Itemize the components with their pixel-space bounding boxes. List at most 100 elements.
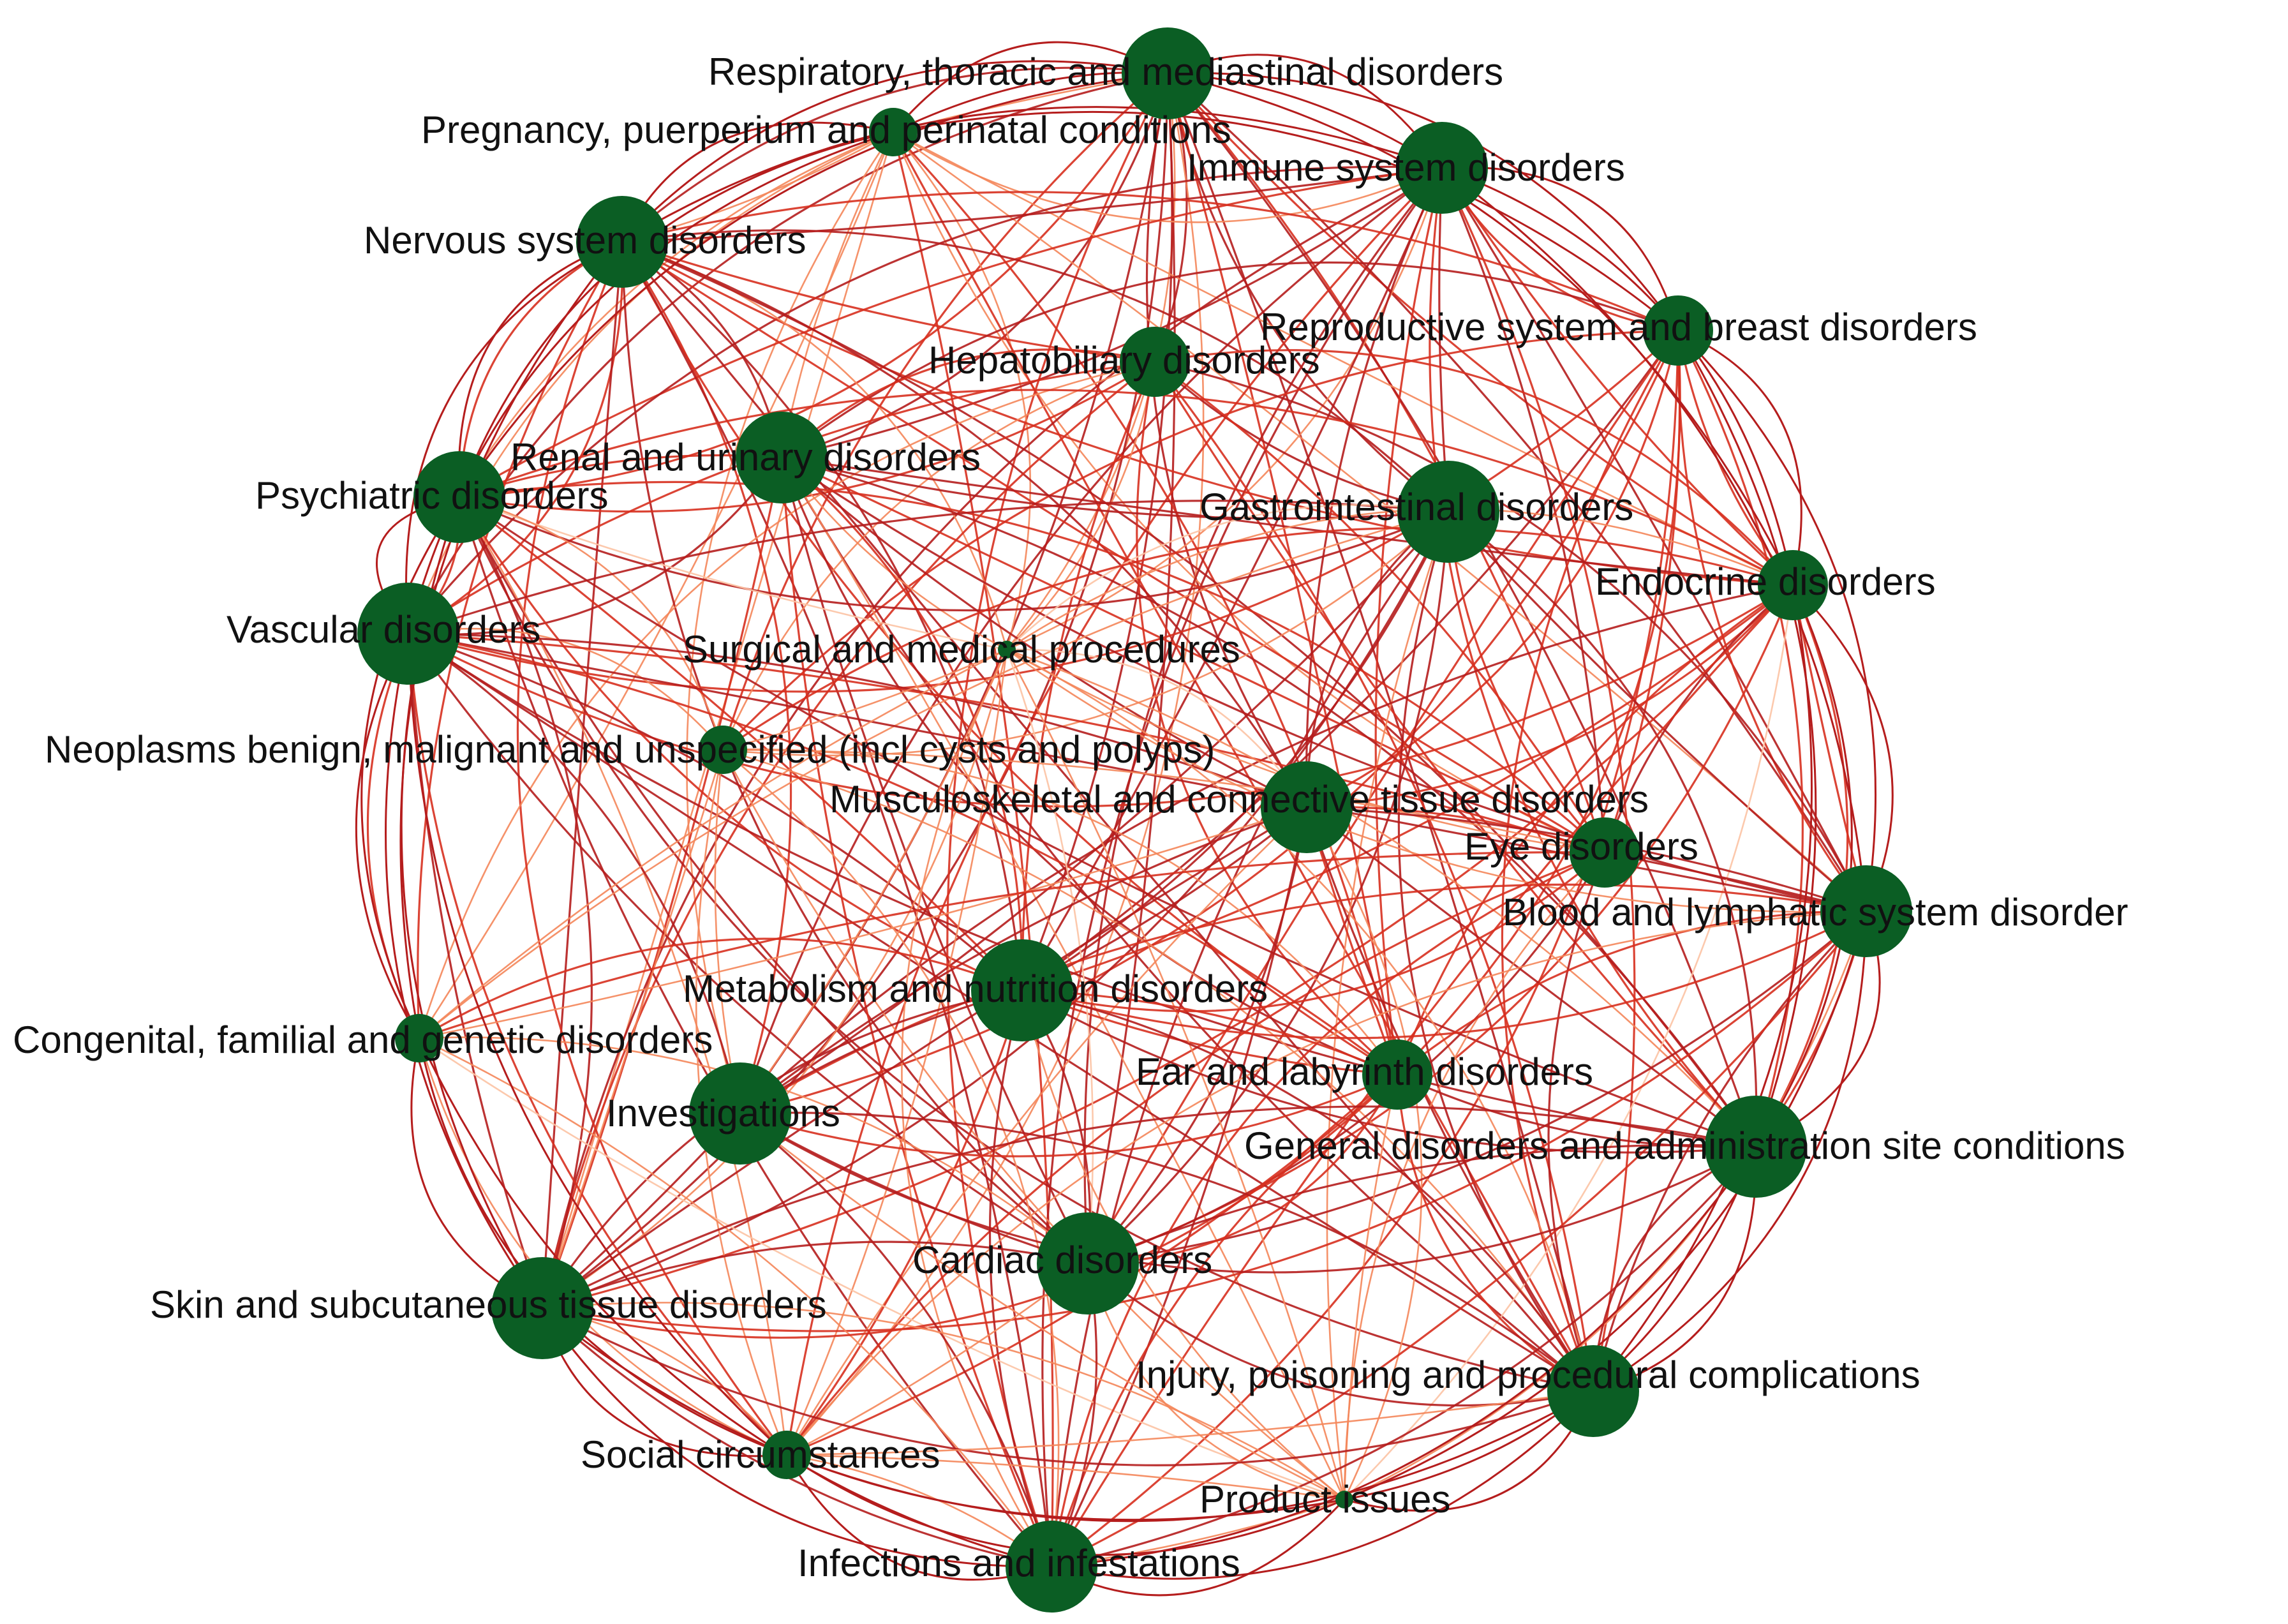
edge-hepatobiliary-injury <box>1154 361 1594 1392</box>
edge-psychiatric-eye <box>459 480 1606 854</box>
edge-immune-eye <box>1441 167 1606 853</box>
edge-social-product <box>786 1454 1345 1501</box>
edge-nervous-respiratory <box>621 60 1168 243</box>
node-injury[interactable] <box>1547 1345 1639 1437</box>
edge-vascular-cardiac <box>407 633 1088 1265</box>
edge-cardiac-injury <box>1087 1262 1594 1407</box>
node-vascular[interactable] <box>357 583 459 685</box>
edge-psychiatric-neoplasms <box>459 496 724 750</box>
edge-surgical-injury <box>1006 648 1594 1392</box>
edge-pregnancy-surgical <box>893 131 1032 650</box>
edge-skin-injury <box>542 1307 1594 1466</box>
edge-reproductive-renal <box>781 261 1679 459</box>
node-label-infections: Infections and infestations <box>798 1542 1240 1584</box>
edge-immune-ear <box>1374 167 1443 1075</box>
edge-respiratory-renal <box>781 73 1169 459</box>
node-blood[interactable] <box>1820 865 1912 957</box>
edge-blood-injury <box>1593 911 1868 1392</box>
node-renal[interactable] <box>736 412 828 503</box>
node-neoplasms[interactable] <box>699 726 747 774</box>
edge-blood-skin <box>542 910 1868 1332</box>
edge-nervous-social <box>516 241 788 1456</box>
edge-surgical-general <box>1006 648 1757 1147</box>
edge-immune-social <box>785 167 1443 1456</box>
node-label-product: Product issues <box>1200 1478 1451 1521</box>
node-label-general: General disorders and administration sit… <box>1244 1124 2125 1167</box>
edge-ear-investigations <box>739 1073 1398 1158</box>
edge-general-infections <box>1051 1145 1757 1568</box>
edge-nervous-metabolism <box>621 241 1023 991</box>
node-endocrine[interactable] <box>1758 550 1828 620</box>
edge-blood-infections <box>1051 910 1868 1568</box>
edge-hepatobiliary-congenital <box>418 361 1155 1039</box>
edge-respiratory-endocrine <box>1167 72 1794 586</box>
edge-injury-infections <box>1051 1390 1594 1580</box>
node-label-vascular: Vascular disorders <box>227 608 540 651</box>
edge-metabolism-infections <box>988 990 1053 1567</box>
edge-metabolism-product <box>1021 990 1345 1501</box>
node-label-cardiac: Cardiac disorders <box>912 1239 1212 1281</box>
edge-nervous-psychiatric <box>458 241 623 498</box>
node-label-respiratory: Respiratory, thoracic and mediastinal di… <box>708 50 1503 93</box>
edge-nervous-congenital <box>417 241 623 1039</box>
edge-renal-skin <box>541 457 783 1309</box>
edge-general-infections <box>1051 1146 1757 1568</box>
node-musculo[interactable] <box>1261 761 1353 853</box>
edge-pregnancy-injury <box>892 131 1594 1392</box>
edge-endocrine-eye <box>1603 584 1794 853</box>
node-hepatobiliary[interactable] <box>1120 327 1190 397</box>
edge-cardiac-product <box>1087 1263 1345 1501</box>
node-label-investigations: Investigations <box>606 1092 840 1135</box>
edge-infections-social <box>785 1454 1052 1581</box>
node-investigations[interactable] <box>689 1062 791 1165</box>
edge-congenital-product <box>419 1037 1345 1501</box>
edge-infections-skin <box>541 1307 1052 1568</box>
node-cardiac[interactable] <box>1037 1212 1139 1315</box>
node-immune[interactable] <box>1396 122 1488 214</box>
edge-neoplasms-ear <box>722 749 1399 1075</box>
edge-renal-cardiac <box>780 457 1089 1264</box>
edge-blood-product <box>1344 911 1868 1501</box>
node-surgical[interactable] <box>998 641 1016 659</box>
node-nervous[interactable] <box>576 196 668 288</box>
node-label-hepatobiliary: Hepatobiliary disorders <box>928 339 1320 382</box>
node-label-musculo: Musculoskeletal and connective tissue di… <box>829 778 1649 821</box>
node-metabolism[interactable] <box>971 939 1073 1041</box>
node-respiratory[interactable] <box>1122 27 1214 119</box>
node-label-reproductive: Reproductive system and breast disorders <box>1260 306 1977 348</box>
edge-respiratory-injury <box>1166 73 1594 1392</box>
node-infections[interactable] <box>1006 1521 1097 1613</box>
edge-blood-social <box>785 910 1867 1456</box>
edge-gastro-neoplasms <box>722 511 1449 757</box>
edge-renal-general <box>781 456 1757 1147</box>
edge-endocrine-surgical <box>1006 508 1794 651</box>
edge-general-skin <box>542 1105 1757 1309</box>
node-skin[interactable] <box>491 1257 593 1359</box>
node-ear[interactable] <box>1362 1039 1432 1110</box>
node-reproductive[interactable] <box>1643 295 1713 366</box>
edge-musculo-skin <box>542 806 1307 1309</box>
edge-reproductive-endocrine <box>1677 329 1802 586</box>
edge-nervous-immune <box>621 106 1443 243</box>
edge-nervous-vascular <box>408 241 624 635</box>
edge-investigations-infections <box>739 1112 1053 1567</box>
node-product[interactable] <box>1335 1491 1353 1509</box>
edge-infections-congenital <box>418 1038 1052 1568</box>
node-congenital[interactable] <box>395 1014 443 1062</box>
edge-vascular-investigations <box>408 632 741 1114</box>
node-gastro[interactable] <box>1397 461 1499 563</box>
edge-musculo-infections <box>1050 807 1308 1567</box>
edge-metabolism-congenital <box>419 937 1023 1039</box>
node-social[interactable] <box>762 1431 811 1479</box>
node-general[interactable] <box>1705 1096 1807 1198</box>
edge-neoplasms-eye <box>722 749 1605 854</box>
node-label-skin: Skin and subcutaneous tissue disorders <box>150 1283 827 1326</box>
edge-investigations-product <box>739 1112 1345 1501</box>
node-eye[interactable] <box>1570 817 1640 888</box>
node-pregnancy[interactable] <box>869 108 917 156</box>
edge-hepatobiliary-surgical <box>1006 361 1156 650</box>
node-psychiatric[interactable] <box>413 451 505 543</box>
edge-surgical-skin <box>542 649 1008 1309</box>
edge-hepatobiliary-skin <box>541 361 1155 1309</box>
